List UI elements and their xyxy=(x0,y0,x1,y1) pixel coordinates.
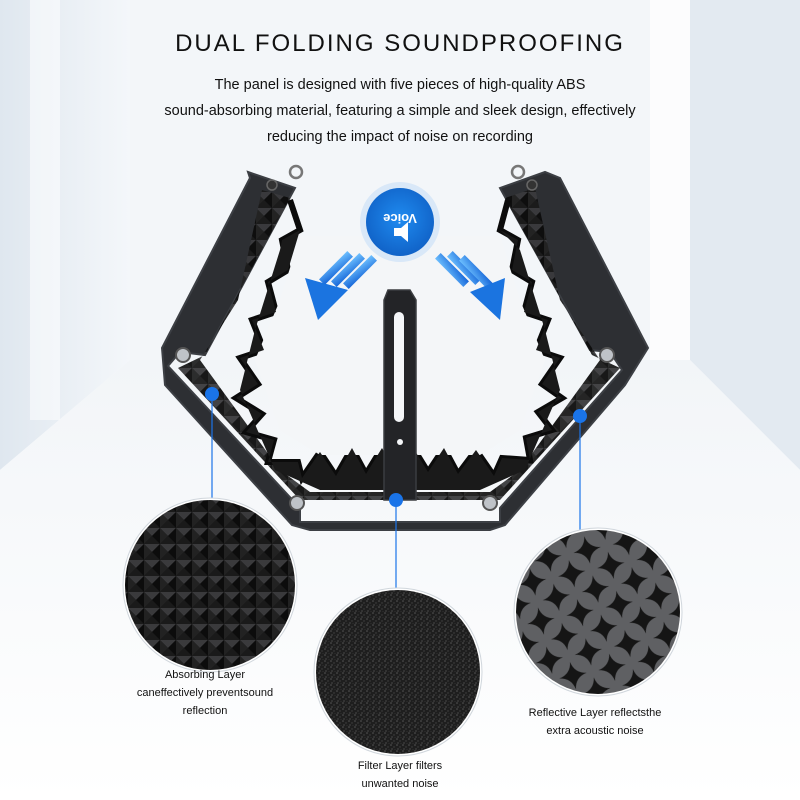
filter-layer-closeup xyxy=(313,587,483,757)
caption-line: Absorbing Layer xyxy=(164,669,246,681)
voice-badge: Voice xyxy=(360,182,440,262)
reflective-layer-closeup xyxy=(513,527,683,697)
description-line: The panel is designed with five pieces o… xyxy=(214,77,586,93)
voice-label: Voice xyxy=(383,211,417,226)
callout-lines xyxy=(211,394,581,590)
description-line: reducing the impact of noise on recordin… xyxy=(267,129,533,145)
callout-dots xyxy=(205,387,587,507)
description-line: sound-absorbing material, featuring a si… xyxy=(164,103,636,119)
caption-line: reflection xyxy=(182,705,228,717)
speaker-icon xyxy=(394,222,408,242)
caption-line: caneffectively preventsound xyxy=(136,687,274,699)
reflective-layer-caption: Reflective Layer reflectsthe extra acous… xyxy=(500,704,690,740)
absorbing-layer-caption: Absorbing Layer caneffectively preventso… xyxy=(110,666,300,720)
absorbing-layer-closeup xyxy=(122,497,298,673)
caption-line: extra acoustic noise xyxy=(546,725,644,737)
description: The panel is designed with five pieces o… xyxy=(100,72,700,150)
page-title: DUAL FOLDING SOUNDPROOFING xyxy=(175,30,625,57)
caption-line: Filter Layer filters xyxy=(357,760,443,772)
caption-line: Reflective Layer reflectsthe xyxy=(528,707,662,719)
sound-arrow-right xyxy=(435,251,505,320)
filter-layer-caption: Filter Layer filters unwanted noise xyxy=(320,757,480,793)
sound-arrow-left xyxy=(305,251,377,320)
caption-line: unwanted noise xyxy=(361,778,439,790)
